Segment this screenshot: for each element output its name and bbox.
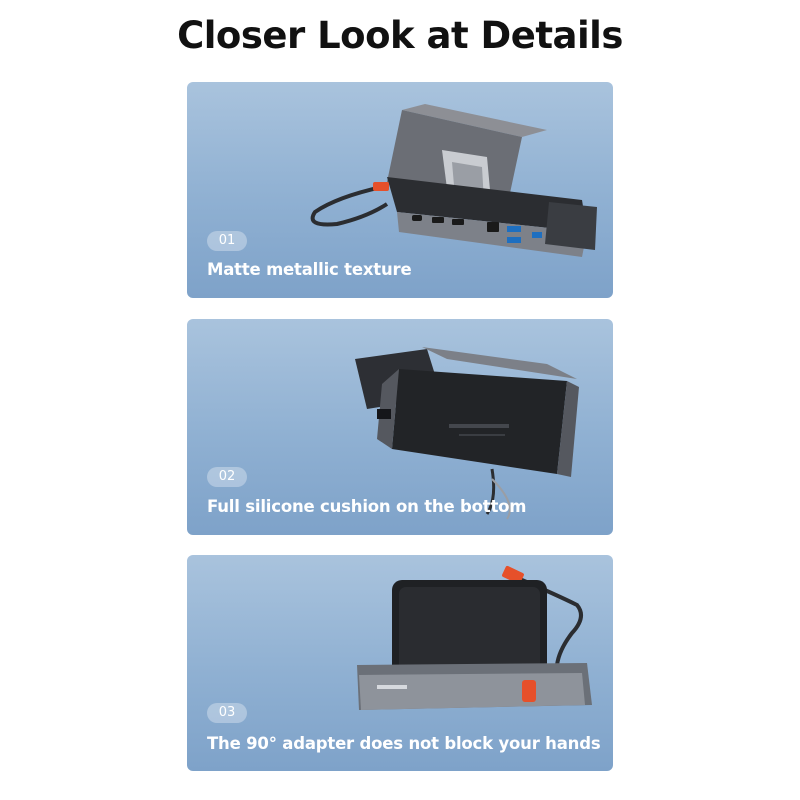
step-number-badge: 01: [207, 231, 247, 251]
dock-bottom-image: [355, 347, 579, 520]
dock-adapter-image: [357, 565, 592, 710]
detail-panel-2: 02 Full silicone cushion on the bottom: [187, 319, 613, 535]
detail-panel-3: 03 The 90° adapter does not block your h…: [187, 555, 613, 771]
panel-caption: Full silicone cushion on the bottom: [207, 497, 527, 516]
panel-caption: The 90° adapter does not block your hand…: [207, 734, 601, 753]
page-title: Closer Look at Details: [177, 14, 623, 57]
step-number-badge: 03: [207, 703, 247, 723]
panel-caption: Matte metallic texture: [207, 260, 412, 279]
dock-stand-image: [310, 104, 597, 257]
step-number-badge: 02: [207, 467, 247, 487]
detail-panel-1: 01 Matte metallic texture: [187, 82, 613, 298]
